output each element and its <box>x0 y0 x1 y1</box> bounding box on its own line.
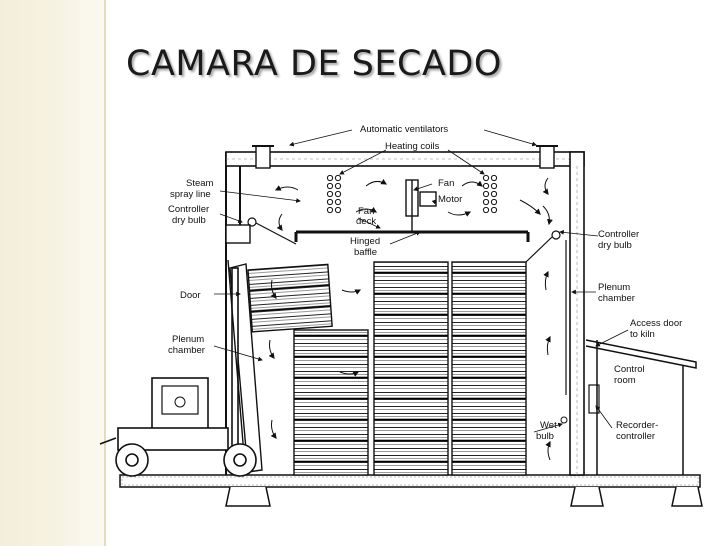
label-door: Door <box>180 290 201 301</box>
label-control-room-1: Control <box>614 364 645 375</box>
label-controller-left-2: dry bulb <box>172 215 206 226</box>
kiln-foundation <box>119 474 703 507</box>
label-heating-coils: Heating coils <box>385 141 440 152</box>
label-controller-right-1: Controller <box>598 229 639 240</box>
label-hinged-baffle-1: Hinged <box>350 236 380 247</box>
label-plenum-right-1: Plenum <box>598 282 630 293</box>
label-motor: Motor <box>438 194 462 205</box>
label-automatic-ventilators: Automatic ventilators <box>360 124 448 135</box>
label-wet-bulb-1: Wet <box>540 420 557 431</box>
label-plenum-left-1: Plenum <box>172 334 204 345</box>
label-wet-bulb-2: bulb <box>536 431 554 442</box>
label-steam-spray-line-1: Steam <box>186 178 214 189</box>
label-access-door-1: Access door <box>630 318 682 329</box>
label-controller-left-1: Controller <box>168 204 209 215</box>
wet-bulb-sensor <box>560 416 568 424</box>
slide-title: CAMARA DE SECADO <box>126 44 502 84</box>
decorative-side-strip <box>0 0 104 546</box>
lumber-stacks <box>247 261 527 476</box>
label-steam-spray-line-2: spray line <box>170 189 211 200</box>
label-plenum-left-2: chamber <box>168 345 205 356</box>
label-access-door-2: to kiln <box>630 329 655 340</box>
forklift <box>99 259 257 477</box>
control-room <box>585 339 697 475</box>
label-fan-deck-1: Fan <box>358 206 374 217</box>
decorative-divider <box>104 0 106 546</box>
hinged-baffle <box>247 217 567 395</box>
leader-lines <box>213 129 629 433</box>
label-hinged-baffle-2: baffle <box>354 247 377 258</box>
heating-coils <box>326 174 498 214</box>
label-controller-right-2: dry bulb <box>598 240 632 251</box>
label-control-room-2: room <box>614 375 636 386</box>
label-recorder-controller-1: Recorder- <box>616 420 658 431</box>
label-recorder-controller-2: controller <box>616 431 655 442</box>
label-plenum-right-2: chamber <box>598 293 635 304</box>
fan-deck <box>294 230 530 242</box>
label-fan-deck-2: deck <box>356 216 376 227</box>
airflow-arrows <box>268 177 553 461</box>
label-fan: Fan <box>438 178 454 189</box>
